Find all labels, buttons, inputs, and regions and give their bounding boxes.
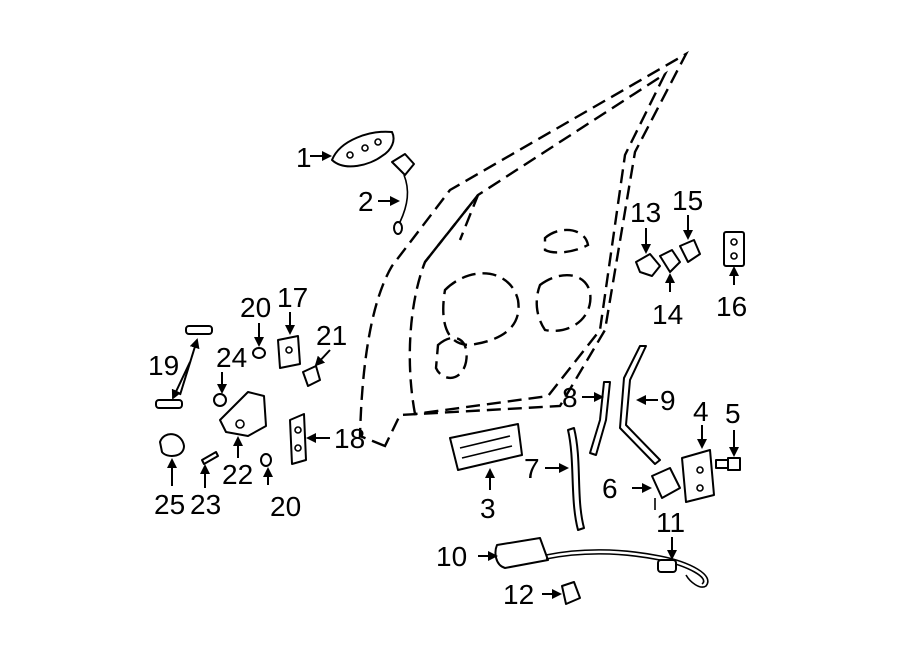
- part-2-lock-cylinder: [378, 153, 415, 235]
- part-21-bushing: [302, 349, 331, 387]
- part-16-striker-plate: [723, 231, 745, 285]
- part-14-switch: [659, 249, 681, 292]
- callout-8: 8: [562, 382, 578, 413]
- part-1-outside-handle: [310, 130, 395, 168]
- callout-11: 11: [656, 507, 685, 538]
- part-11-clip: [657, 537, 677, 573]
- callout-10: 10: [436, 541, 467, 572]
- part-4-door-latch: [681, 425, 715, 503]
- part-25-bumper: [159, 433, 185, 486]
- part-9-rod: [619, 345, 661, 465]
- callout-14: 14: [652, 299, 683, 330]
- callout-16: 16: [716, 291, 747, 322]
- callout-7: 7: [524, 453, 540, 484]
- part-22-door-check: [219, 391, 267, 458]
- part-20-washer-upper: [252, 323, 266, 359]
- part-10-cable-assembly: [478, 537, 709, 588]
- callout-22: 22: [222, 459, 253, 490]
- callout-17: 17: [277, 282, 308, 313]
- callout-12: 12: [503, 579, 534, 610]
- callout-6: 6: [602, 473, 618, 504]
- part-18-lower-hinge: [289, 413, 330, 465]
- door-outline: [358, 50, 689, 448]
- part-3-inside-handle: [449, 423, 523, 490]
- callout-20-lower: 20: [270, 491, 301, 522]
- part-23-bolt: [200, 451, 219, 488]
- callout-19: 19: [148, 350, 179, 381]
- part-17-upper-hinge: [277, 312, 301, 369]
- part-5-screw: [715, 430, 741, 471]
- callout-25: 25: [154, 489, 185, 520]
- callout-21: 21: [316, 320, 347, 351]
- callout-1: 1: [296, 142, 312, 173]
- callout-3: 3: [480, 493, 496, 524]
- part-20-washer-lower: [260, 453, 273, 485]
- callout-24: 24: [216, 342, 247, 373]
- part-15-switch: [679, 215, 701, 263]
- part-12-clip: [542, 581, 581, 605]
- callout-2: 2: [358, 186, 374, 217]
- part-8-rod: [582, 381, 611, 456]
- callout-13: 13: [630, 197, 661, 228]
- callout-4: 4: [693, 396, 709, 427]
- callout-15: 15: [672, 185, 703, 216]
- part-6-actuator: [632, 467, 681, 510]
- callout-20-upper: 20: [240, 292, 271, 323]
- part-7-rod: [545, 427, 585, 531]
- callout-9: 9: [660, 385, 676, 416]
- callout-5: 5: [725, 398, 741, 429]
- part-13-bracket: [635, 228, 661, 277]
- callout-18: 18: [334, 423, 365, 454]
- callout-23: 23: [190, 489, 221, 520]
- part-19-hinge-pin: [155, 325, 213, 409]
- part-24-nut: [213, 372, 227, 407]
